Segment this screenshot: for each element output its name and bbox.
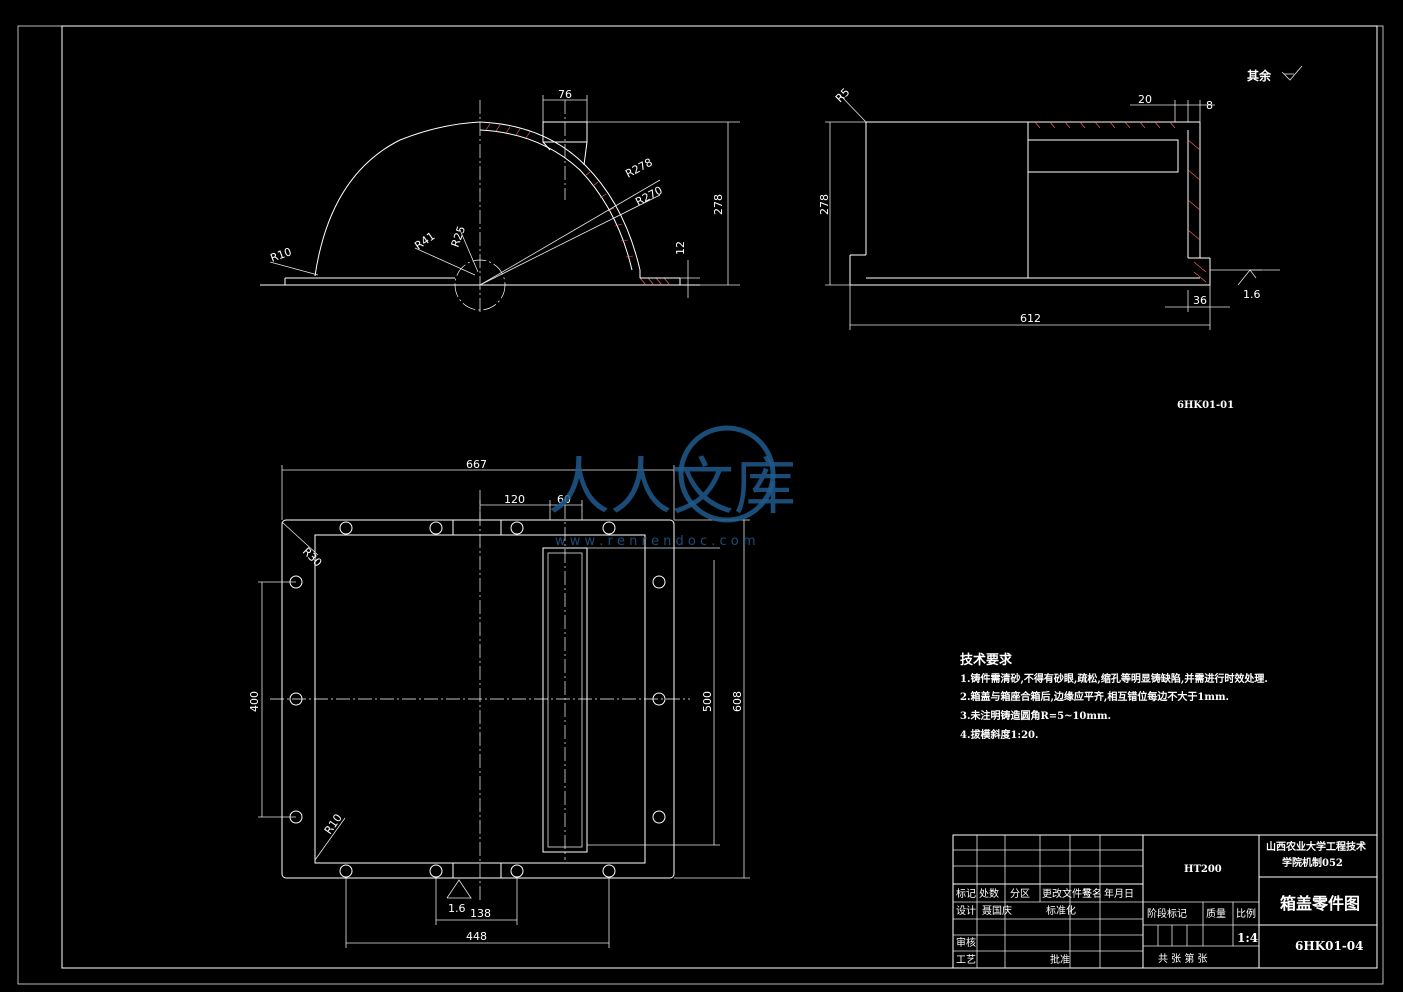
label-approve: 批准 [1050, 953, 1070, 966]
dim-60: 60 [557, 493, 571, 506]
dim-36: 36 [1193, 294, 1207, 307]
designer-name: 聂国庆 [982, 904, 1012, 917]
dim-r41: R41 [412, 229, 437, 252]
label-mark: 标记 [956, 888, 976, 900]
school-class: 学院机制052 [1282, 856, 1343, 869]
watermark-logo-icon [678, 425, 776, 523]
label-stage: 阶段标记 [1147, 907, 1187, 920]
dim-120: 120 [504, 493, 525, 506]
material: HT200 [1184, 864, 1222, 875]
label-change-doc: 更改文件号 [1042, 887, 1092, 900]
dim-r30: R30 [300, 545, 324, 569]
tech-req-item-2: 2.箱盖与箱座合箱后,边缘应平齐,相互错位每边不大于1mm. [960, 690, 1229, 703]
watermark-text: 人人文库 [548, 450, 796, 523]
label-weight: 质量 [1206, 908, 1226, 920]
roughness-check-icon [1281, 65, 1303, 81]
dim-448: 448 [466, 930, 487, 943]
tech-req-title: 技术要求 [960, 652, 1013, 668]
dim-12: 12 [674, 241, 687, 255]
scale-value: 1:4 [1237, 931, 1258, 945]
label-sheets: 共 张 第 张 [1158, 952, 1208, 965]
school-name: 山西农业大学工程技术 [1266, 840, 1366, 853]
dim-667: 667 [466, 458, 487, 471]
bolt-holes [289, 521, 666, 878]
top-roughness-value: 1.6 [448, 902, 466, 915]
tech-req-item-3: 3.未注明铸造圆角R=5~10mm. [960, 709, 1111, 722]
part-name: 箱盖零件图 [1280, 894, 1360, 913]
part-code: 6HK01-04 [1295, 939, 1364, 953]
roughness-note-text: 其余 [1247, 68, 1272, 83]
side-roughness-value: 1.6 [1243, 288, 1261, 301]
front-view: 76 R278 R270 R41 R25 R10 278 12 [260, 88, 740, 315]
dim-r25: R25 [449, 224, 469, 249]
top-view: 667 120 60 R30 400 500 608 R10 1.6 138 4… [248, 458, 750, 948]
dim-r10-top: R10 [322, 812, 345, 837]
dim-20: 20 [1138, 93, 1152, 106]
dim-612: 612 [1020, 312, 1041, 325]
watermark: 人人文库 w w w . r e n r e n d o c . c o m [548, 425, 796, 549]
label-ratio: 比例 [1236, 907, 1256, 920]
roughness-note: 其余 [1247, 65, 1303, 83]
label-process: 工艺 [956, 954, 976, 966]
dim-r5: R5 [833, 86, 853, 106]
tech-req-item-4: 4.拔模斜度1:20. [960, 728, 1039, 741]
dim-8: 8 [1206, 99, 1213, 112]
label-standard: 标准化 [1046, 904, 1076, 917]
dim-138: 138 [470, 907, 491, 920]
label-design: 设计 [956, 904, 976, 917]
dim-278: 278 [712, 194, 725, 215]
dim-500: 500 [701, 691, 714, 712]
dim-76: 76 [558, 88, 572, 101]
tech-requirements: 技术要求 1.铸件需清砂,不得有砂眼,疏松,缩孔等明显铸缺陷,并需进行时效处理.… [960, 652, 1268, 741]
label-count: 处数 [979, 887, 999, 900]
dim-side-278: 278 [818, 194, 831, 215]
inner-frame [61, 25, 1378, 969]
label-date: 年月日 [1104, 887, 1134, 900]
tech-req-item-1: 1.铸件需清砂,不得有砂眼,疏松,缩孔等明显铸缺陷,并需进行时效处理. [960, 672, 1268, 685]
label-sign: 签名 [1082, 887, 1102, 900]
label-review: 审核 [956, 936, 976, 949]
dim-400: 400 [248, 691, 261, 712]
label-zone: 分区 [1010, 888, 1030, 900]
part-code-top: 6HK01-01 [1177, 400, 1234, 411]
title-block: HT200 山西农业大学工程技术 学院机制052 箱盖零件图 6HK01-04 … [952, 834, 1378, 969]
side-view: R5 20 8 278 612 36 1.6 [818, 86, 1280, 330]
dim-608: 608 [731, 691, 744, 712]
dim-r270: R270 [633, 184, 664, 209]
dim-r278: R278 [623, 156, 654, 181]
watermark-url: w w w . r e n r e n d o c . c o m [555, 534, 756, 549]
dim-r10: R10 [269, 245, 294, 265]
